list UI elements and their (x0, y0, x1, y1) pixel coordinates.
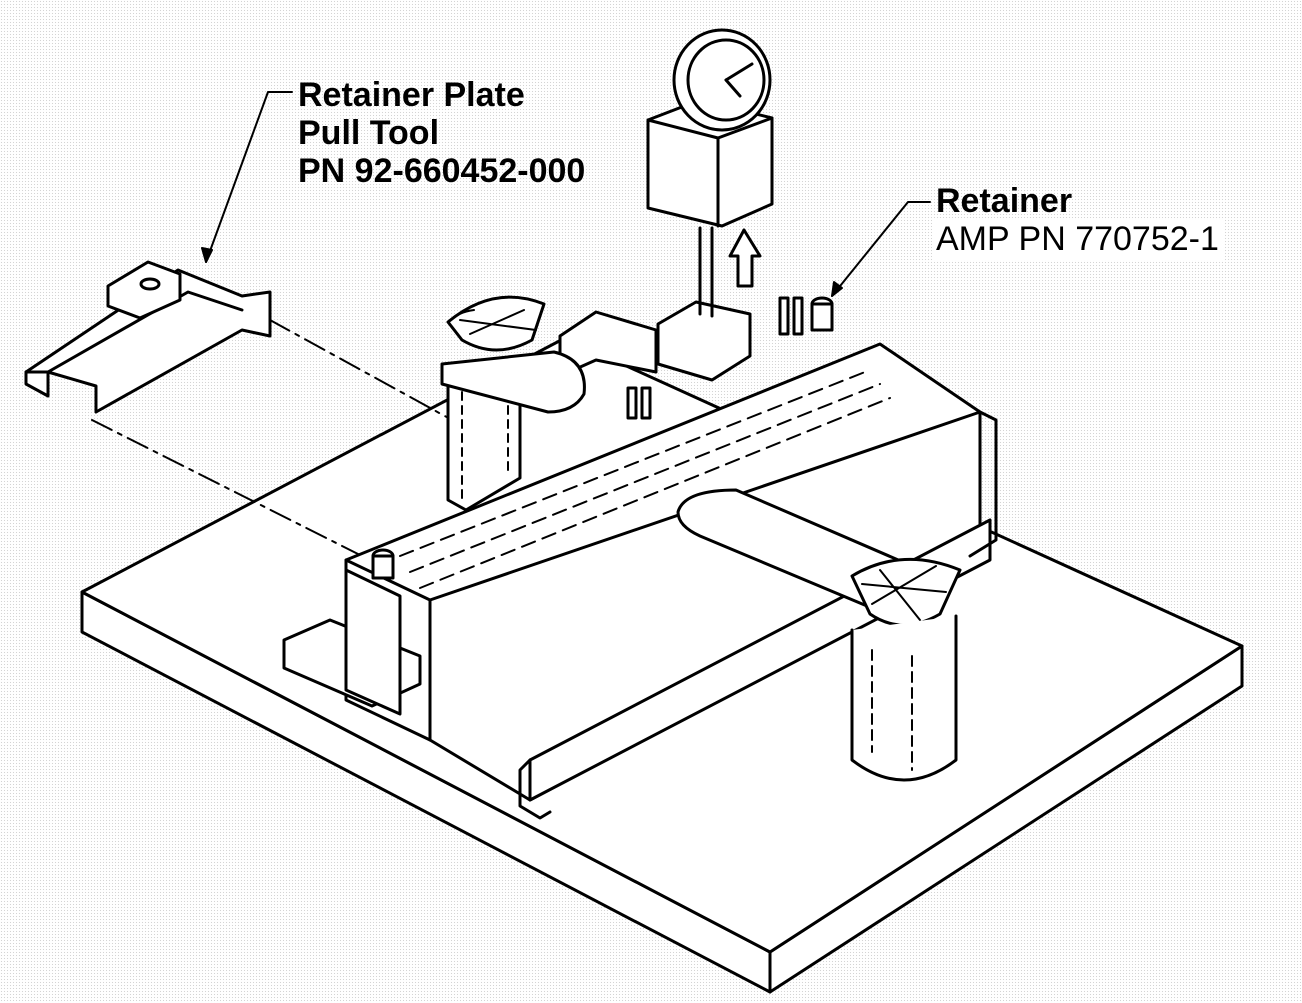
gauge-mount (656, 226, 752, 382)
retainer-part-number: AMP PN 770752-1 (932, 220, 1225, 261)
pull-tool-part-number: PN 92-660452-000 (298, 152, 586, 191)
pull-direction-arrow (728, 228, 762, 288)
retainer-callout: Retainer AMP PN 770752-1 (932, 182, 1225, 261)
callout-leaders (201, 91, 931, 297)
front-arm (676, 488, 962, 627)
cylinder-post (850, 614, 958, 782)
dial-gauge (646, 28, 774, 228)
pull-tool-label-line2: Pull Tool (298, 114, 440, 153)
rear-arm (440, 295, 586, 414)
front-block (282, 548, 422, 716)
pull-tool (24, 260, 272, 414)
pull-tool-callout: Retainer Plate Pull Tool PN 92-660452-00… (298, 76, 585, 190)
pull-tool-label-line1: Retainer Plate (298, 76, 525, 114)
retainer-label: Retainer (936, 182, 1073, 220)
left-post (446, 368, 522, 512)
retainer-pins (626, 296, 834, 420)
alignment-lines (91, 319, 453, 556)
